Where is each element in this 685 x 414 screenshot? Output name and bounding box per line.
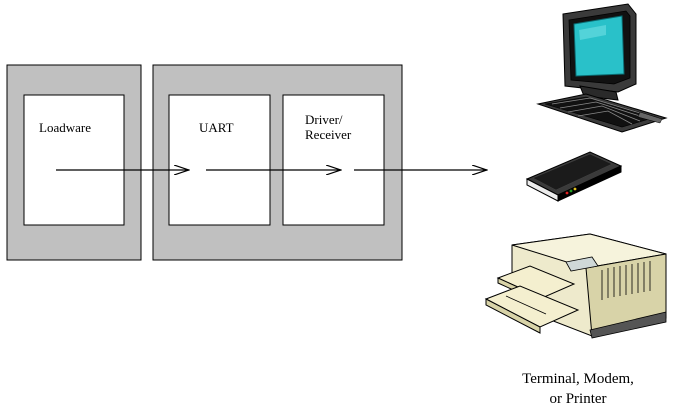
computer-terminal-icon (536, 3, 668, 133)
driver-receiver-block (282, 94, 385, 226)
modem-icon (525, 151, 623, 202)
driver-label-line2: Receiver (305, 127, 352, 142)
uart-block (168, 94, 271, 226)
loadware-label: Loadware (39, 120, 91, 135)
uart-label: UART (199, 120, 234, 135)
printer-icon (484, 233, 667, 339)
driver-label-line1: Driver/ (305, 112, 343, 127)
device-caption-line1: Terminal, Modem, (522, 371, 634, 387)
loadware-block (23, 94, 125, 226)
device-caption-line2: or Printer (549, 391, 606, 407)
